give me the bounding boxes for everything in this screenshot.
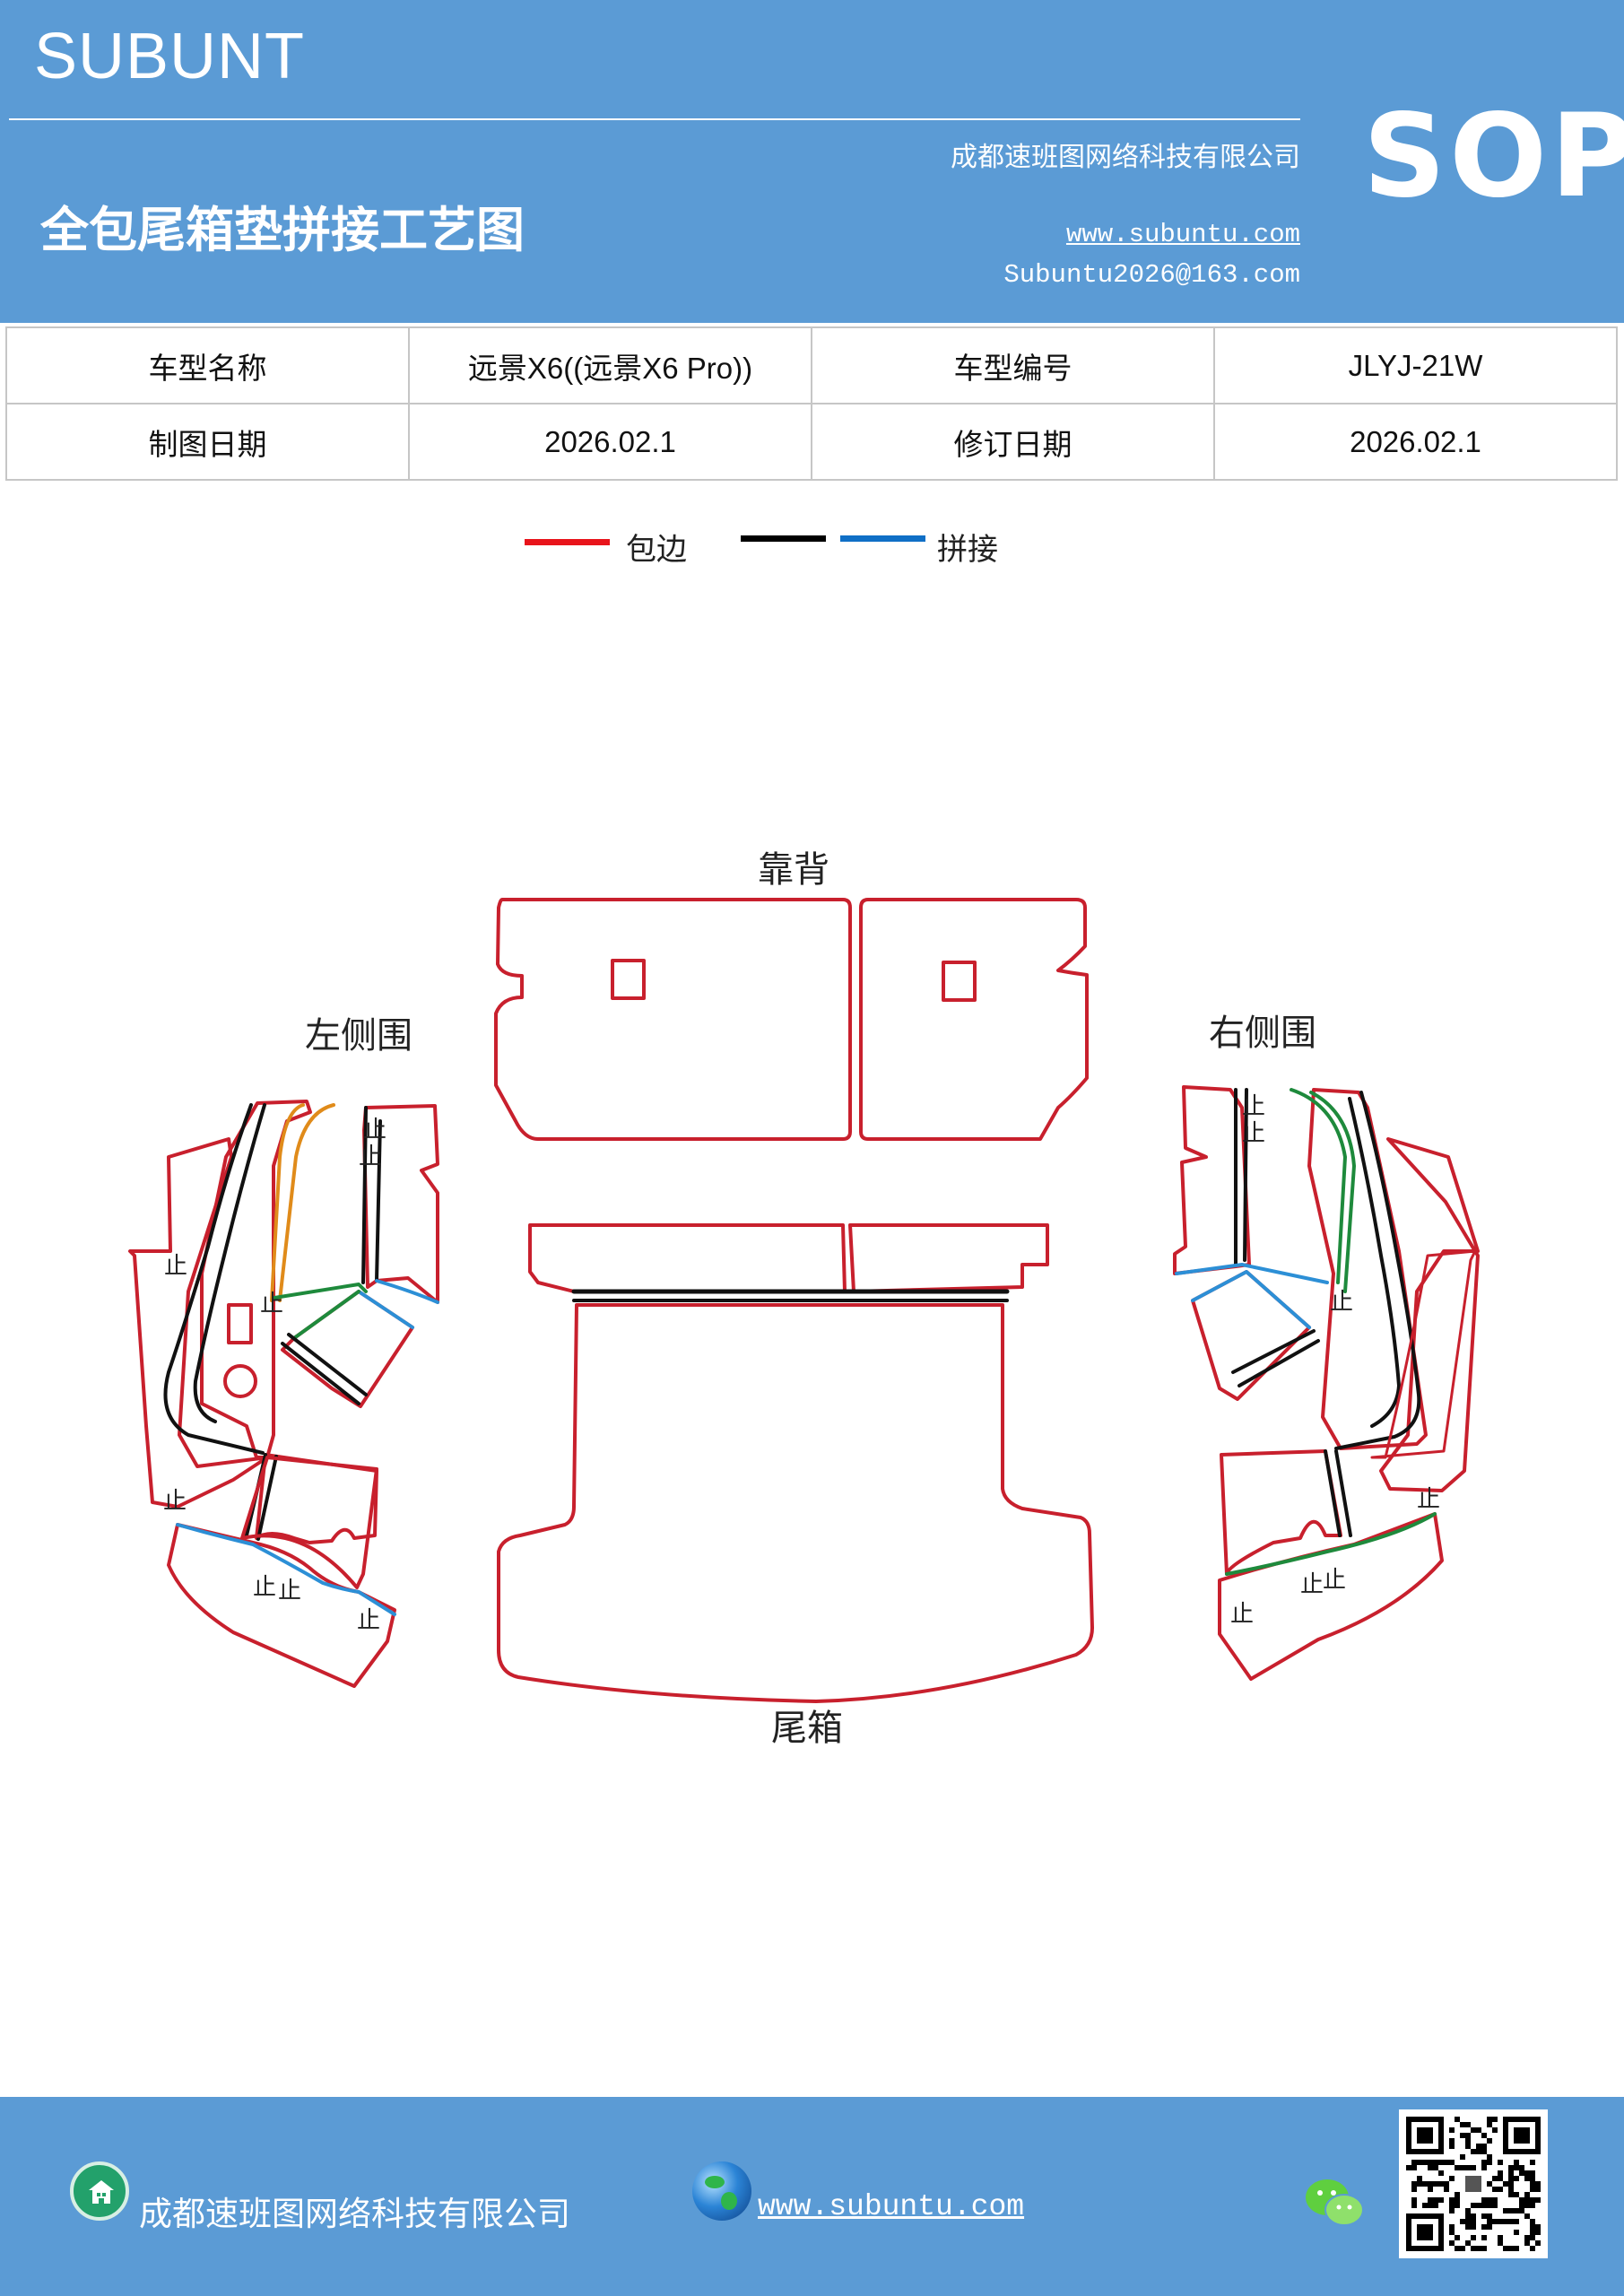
stop-mark: 止: [1242, 1120, 1265, 1147]
right-lower-black-splice: [1324, 1449, 1352, 1537]
trunk-floor-panel: [497, 1303, 1094, 1703]
globe-icon: [692, 2161, 751, 2221]
legend-splice-blue-line: [840, 535, 925, 542]
info-value-cell: JLYJ-21W: [1213, 326, 1618, 404]
info-label-cell: 车型名称: [5, 326, 410, 404]
stop-mark: 止: [164, 1253, 187, 1280]
backrest-right-cutout: [942, 961, 977, 1002]
backrest-left-panel: [494, 898, 852, 1141]
legend-splice-black-line: [741, 535, 826, 542]
stop-mark: 止: [1330, 1289, 1353, 1316]
right-pillar-black-splice: [1234, 1088, 1248, 1266]
stop-mark: 止: [1417, 1486, 1440, 1513]
label-trunk: 尾箱: [771, 1708, 843, 1749]
stop-mark: 止: [1242, 1093, 1265, 1120]
stop-mark: 止: [359, 1144, 382, 1170]
right-bottom-panel: [1218, 1512, 1444, 1681]
left-bottom-panel: [167, 1523, 396, 1688]
brand-logo-text: SUBUNT: [34, 21, 306, 92]
qr-code[interactable]: [1399, 2109, 1548, 2258]
label-left-side: 左侧围: [305, 1015, 413, 1057]
stop-mark: 止: [1323, 1567, 1346, 1594]
left-mid-blue-splice: [357, 1290, 414, 1329]
right-side-green-splice-2: [1309, 1091, 1356, 1293]
left-pillar-black-splice-2: [375, 1119, 382, 1283]
legend-splice-label: 拼接: [937, 532, 998, 568]
right-outer-strip-2: [1370, 1249, 1477, 1459]
sop-badge: SOP: [1363, 90, 1624, 223]
right-lower-panel: [1220, 1449, 1342, 1576]
right-bottom-green-splice: [1225, 1512, 1437, 1576]
info-value-cell: 2026.02.1: [1213, 403, 1618, 481]
left-bottom-blue-splice: [176, 1523, 396, 1616]
footer-banner: 成都速班图网络科技有限公司 www.subuntu.com: [0, 2097, 1624, 2296]
right-side-black-splice: [1334, 1091, 1421, 1450]
label-backrest: 靠背: [758, 849, 829, 891]
header-divider: [9, 118, 1300, 120]
right-side-black-splice-2: [1348, 1097, 1401, 1428]
floor-top-right-strip: [848, 1223, 1049, 1293]
left-pillar-green-splice: [273, 1283, 368, 1300]
stop-mark: 止: [1300, 1571, 1324, 1598]
building-icon: [70, 2161, 129, 2221]
info-label-cell: 车型编号: [811, 326, 1215, 404]
stop-mark: 止: [357, 1607, 380, 1634]
right-pillar-panel: [1173, 1085, 1251, 1275]
left-side-black-splice-2: [193, 1103, 266, 1423]
footer-company-name: 成都速班图网络科技有限公司: [139, 2195, 570, 2233]
stop-mark: 止: [1230, 1601, 1254, 1628]
document-title: 全包尾箱垫拼接工艺图: [40, 201, 525, 258]
left-mid-green-splice: [292, 1290, 360, 1340]
left-pillar-blue-splice: [375, 1279, 439, 1304]
stop-mark: 止: [253, 1574, 276, 1601]
left-lower-panel-2: [240, 1456, 378, 1589]
legend: 包边 拼接: [0, 525, 1624, 570]
left-side-slot: [227, 1303, 253, 1344]
backrest-left-cutout: [611, 959, 646, 1000]
header-website-link[interactable]: www.subuntu.com: [1065, 220, 1300, 249]
backrest-right-panel: [859, 898, 1089, 1141]
right-side-outer-strip: [1379, 1137, 1480, 1492]
right-side-green-splice-1: [1290, 1088, 1347, 1284]
info-label-cell: 制图日期: [5, 403, 410, 481]
left-side-hole: [223, 1364, 257, 1398]
stop-mark: 止: [278, 1578, 301, 1605]
left-pillar-black-splice: [361, 1106, 368, 1284]
info-value-cell: 远景X6((远景X6 Pro)): [408, 326, 812, 404]
left-side-orange-splice-1: [270, 1103, 305, 1302]
left-side-outer-strip: [128, 1137, 269, 1509]
footer-website-link[interactable]: www.subuntu.com: [758, 2190, 1025, 2223]
left-side-black-splice: [163, 1103, 265, 1455]
info-label-cell: 修订日期: [811, 403, 1215, 481]
left-mid-black-splice: [281, 1333, 368, 1405]
stop-marks: 止 止 止 止 止 止 止 止 止 止 止 止 止 止 止: [163, 1093, 1440, 1634]
left-side-orange-splice-2: [278, 1103, 335, 1302]
floor-top-left-strip: [528, 1223, 847, 1293]
header-company-name: 成都速班图网络科技有限公司: [951, 142, 1300, 173]
legend-hem-label: 包边: [626, 532, 687, 568]
right-mid-blue-splice: [1191, 1270, 1311, 1329]
stop-mark: 止: [163, 1488, 187, 1515]
info-value-cell: 2026.02.1: [408, 403, 812, 481]
right-pillar-blue-splice: [1175, 1263, 1329, 1284]
left-mid-panel: [281, 1290, 414, 1408]
label-right-side: 右侧围: [1209, 1013, 1316, 1054]
header-banner: SUBUNT 成都速班图网络科技有限公司 全包尾箱垫拼接工艺图 www.subu…: [0, 0, 1624, 323]
wechat-icon[interactable]: [1303, 2176, 1366, 2230]
stop-mark: 止: [363, 1117, 386, 1144]
legend-hem-line: [525, 539, 610, 545]
header-email: Subuntu2026@163.com: [1003, 260, 1300, 290]
right-mid-black-splice: [1231, 1329, 1320, 1387]
stop-mark: 止: [260, 1291, 283, 1318]
